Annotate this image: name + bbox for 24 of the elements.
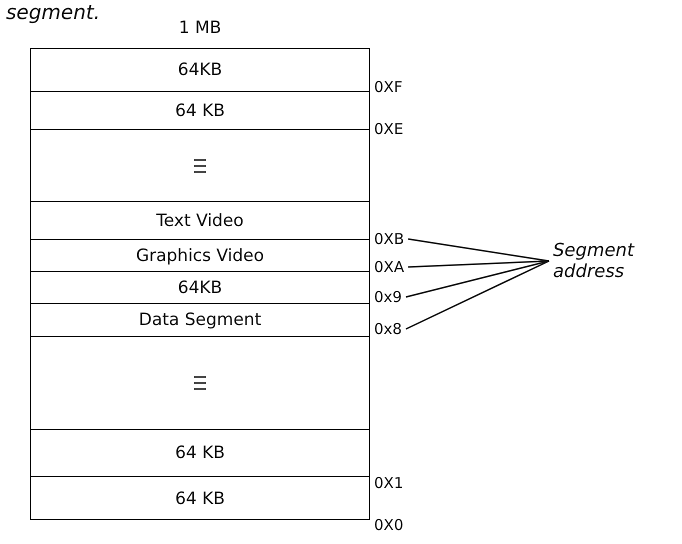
segment-label: 64KB bbox=[178, 60, 222, 80]
segment-label: Graphics Video bbox=[136, 246, 264, 266]
segment-label: 64 KB bbox=[175, 443, 225, 463]
address-label: 0XB bbox=[372, 230, 406, 248]
address-label: 0x9 bbox=[372, 288, 404, 306]
segment-label: 64 KB bbox=[175, 489, 225, 509]
text-fragment: segment. bbox=[5, 0, 102, 24]
memory-size-heading: 1 MB bbox=[178, 18, 222, 38]
segment-label: Text Video bbox=[156, 210, 244, 230]
segment-label: 64KB bbox=[178, 278, 222, 298]
leader-line bbox=[406, 260, 550, 298]
address-label: 0x8 bbox=[372, 320, 404, 338]
segment-label: 64 KB bbox=[175, 100, 225, 120]
address-label: 0XF bbox=[373, 78, 404, 96]
leader-line bbox=[408, 260, 550, 268]
address-label: 0XE bbox=[373, 120, 404, 138]
address-label: 0XA bbox=[372, 258, 406, 276]
leader-line bbox=[408, 238, 550, 262]
memory-map-box bbox=[30, 48, 370, 520]
address-label: 0X1 bbox=[373, 474, 404, 492]
segment-label: Data Segment bbox=[138, 310, 262, 330]
address-label: 0X0 bbox=[373, 516, 404, 534]
leader-line bbox=[406, 260, 550, 330]
callout-text: Segment address bbox=[553, 240, 663, 282]
